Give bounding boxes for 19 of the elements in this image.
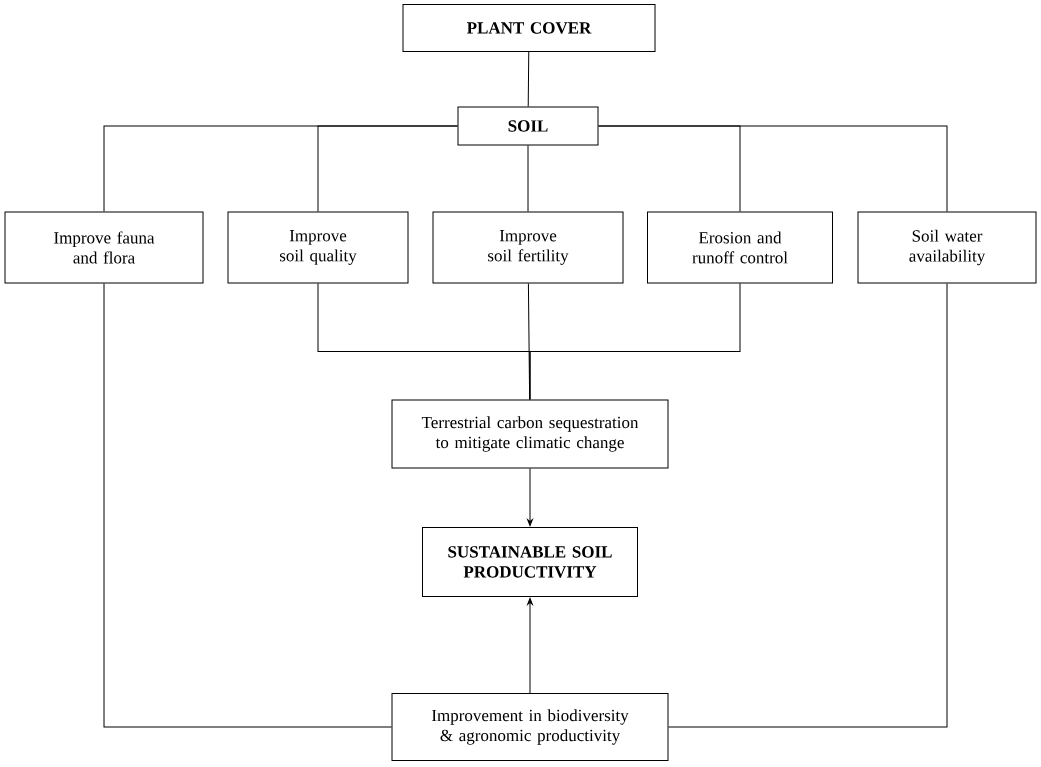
title-box: SOIL: [457, 106, 599, 146]
process-box: Improve soil quality: [227, 211, 409, 284]
arrow: [527, 468, 533, 527]
connector-line: [529, 283, 741, 400]
process-box: Improvement in biodiversity & agronomic productivity: [391, 693, 669, 761]
process-box: Erosion and runoff control: [647, 211, 833, 284]
arrow: [527, 597, 533, 694]
title-box: PLANT COVER: [402, 4, 656, 52]
result-box: SUSTAINABLE SOIL PRODUCTIVITY: [422, 527, 638, 597]
connector-line: [668, 283, 948, 728]
process-box: Improve soil fertility: [432, 211, 624, 284]
connector-line: [527, 51, 530, 107]
process-box: Terrestrial carbon sequestration to mitigate climatic change: [391, 399, 669, 469]
connector-line: [527, 145, 529, 212]
process-box: Improve fauna and flora: [4, 211, 204, 284]
connector-line: [598, 125, 948, 212]
process-box: Soil water availability: [857, 211, 1037, 284]
connector-line: [317, 125, 458, 212]
connector-line: [103, 283, 392, 728]
